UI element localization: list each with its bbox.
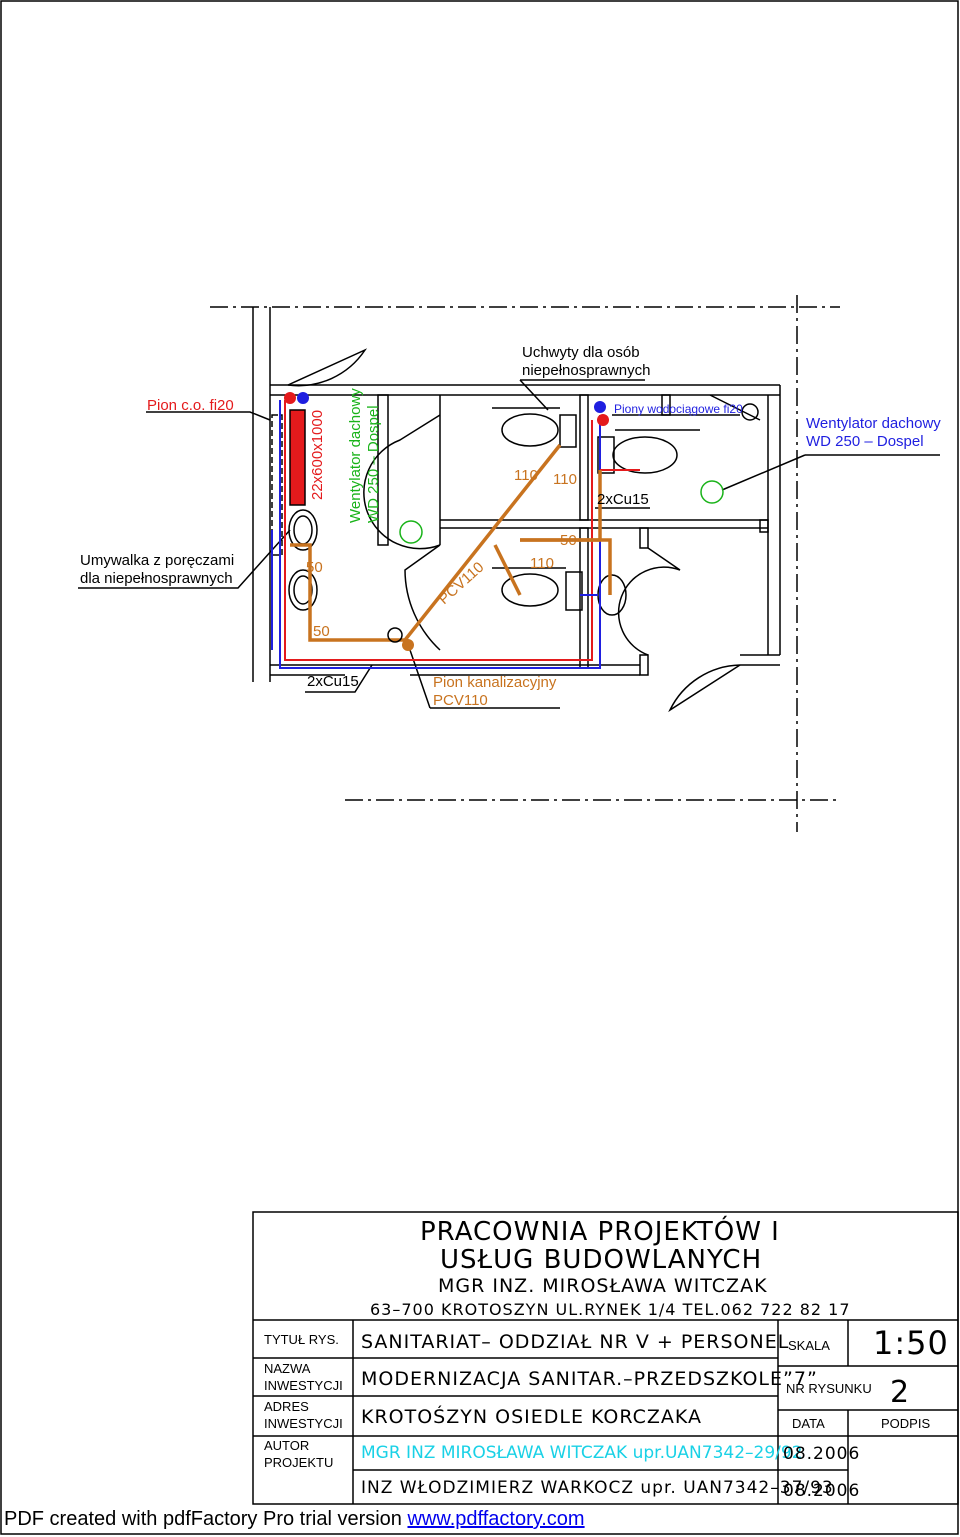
hot-riser-icon <box>284 392 296 404</box>
label-piony: Piony wodociągowe fi20 <box>614 402 743 416</box>
label-pion-kan-line1: Pion kanalizacyjny <box>433 674 557 691</box>
key-podpis: PODPIS <box>881 1416 930 1431</box>
office-name-line1: PRACOWNIA PROJEKTÓW I <box>420 1215 780 1247</box>
key-tytul: TYTUŁ RYS. <box>264 1332 339 1347</box>
label-cu15-mid: 2xCu15 <box>597 491 649 508</box>
label-pcv110-diag: PCV110 <box>435 559 487 608</box>
key-nazwa-line1: NAZWA <box>264 1361 311 1376</box>
value-nr-rysunku: 2 <box>890 1375 910 1410</box>
label-uchwyty-line1: Uchwyty dla osób <box>522 344 640 361</box>
value-autor-line2: INZ WŁODZIMIERZ WARKOCZ upr. UAN7342–37/… <box>361 1478 834 1498</box>
hot-riser-icon <box>597 414 609 426</box>
value-autor-line1: MGR INZ MIROSŁAWA WITCZAK upr.UAN7342–29… <box>361 1443 803 1463</box>
roof-fan-icon <box>399 520 423 544</box>
key-adres-line2: INWESTYCJI <box>264 1416 343 1431</box>
drain-icon <box>741 403 759 421</box>
label-pion-co: Pion c.o. fi20 <box>147 397 234 414</box>
floor-plan <box>78 295 940 832</box>
key-adres-line1: ADRES <box>264 1399 309 1414</box>
footer-link[interactable]: www.pdffactory.com <box>407 1508 585 1530</box>
label-dia-110-a: 110 <box>514 467 538 484</box>
value-data-1: 08.2006 <box>783 1444 860 1464</box>
key-autor-line2: PROJEKTU <box>264 1455 333 1470</box>
value-data-2: 08.2006 <box>783 1481 860 1501</box>
label-uchwyty-line2: niepełnosprawnych <box>522 362 650 379</box>
label-went-vert-line1: Wentylator dachowy <box>347 388 364 523</box>
value-tytul: SANITARIAT– ODDZIAŁ NR V + PERSONEL <box>361 1331 789 1353</box>
key-autor-line1: AUTOR <box>264 1438 309 1453</box>
label-cu15-left: 2xCu15 <box>307 673 359 690</box>
label-dia-110-c: 110 <box>530 555 554 572</box>
key-skala: SKALA <box>788 1338 830 1353</box>
key-nr-rysunku: NR RYSUNKU <box>786 1381 872 1396</box>
label-duct: 22x600x1000 <box>309 410 326 500</box>
label-pion-kan-line2: PCV110 <box>433 692 488 709</box>
office-owner: MGR INZ. MIROSŁAWA WITCZAK <box>438 1275 768 1297</box>
drain-icon <box>387 627 403 643</box>
label-dia-110-b: 110 <box>553 471 577 488</box>
roof-fan-icon <box>700 480 724 504</box>
cold-riser-icon <box>297 392 309 404</box>
value-nazwa: MODERNIZACJA SANITAR.–PRZEDSZKOLE”7” <box>361 1368 818 1390</box>
label-dia-50-b: 50 <box>313 623 330 640</box>
value-skala: 1:50 <box>873 1324 949 1362</box>
key-nazwa-line2: INWESTYCJI <box>264 1378 343 1393</box>
office-address: 63–700 KROTOSZYN UL.RYNEK 1/4 TEL.062 72… <box>370 1300 851 1319</box>
title-block-text: PRACOWNIA PROJEKTÓW I USŁUG BUDOWLANYCH … <box>264 1215 949 1501</box>
label-went-right-line2: WD 250 – Dospel <box>806 433 924 450</box>
footer-text: PDF created with pdfFactory Pro trial ve… <box>4 1508 408 1530</box>
title-block <box>252 1211 959 1505</box>
sewer-pipes <box>290 443 612 642</box>
label-umywalka-line2: dla niepełnosprawnych <box>80 570 233 587</box>
label-dia-50-c: 50 <box>560 532 577 549</box>
cold-riser-icon <box>594 401 606 413</box>
key-data: DATA <box>792 1416 825 1431</box>
pdf-watermark-footer: PDF created with pdfFactory Pro trial ve… <box>4 1508 585 1531</box>
sewer-riser-icon <box>402 639 414 651</box>
label-went-right-line1: Wentylator dachowy <box>806 415 941 432</box>
office-name-line2: USŁUG BUDOWLANYCH <box>440 1245 762 1275</box>
label-dia-50-a: 50 <box>306 559 323 576</box>
label-umywalka-line1: Umywalka z poręczami <box>80 552 234 569</box>
value-adres: KROTOŚZYN OSIEDLE KORCZAKA <box>361 1404 702 1428</box>
label-went-vert-line2: WD 250 – Dospel <box>365 405 382 523</box>
